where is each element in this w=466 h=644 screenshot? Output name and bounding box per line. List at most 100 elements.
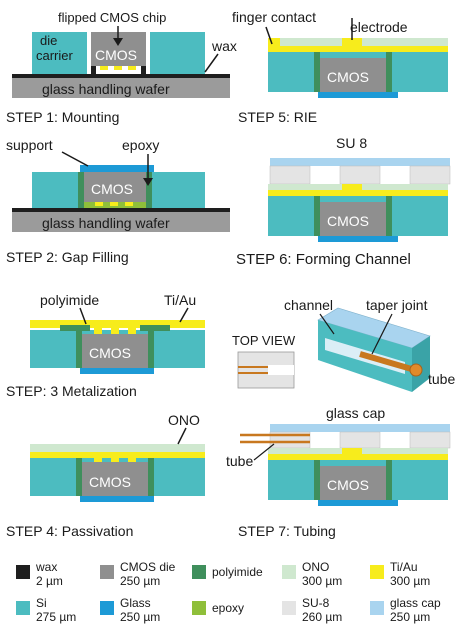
step7-taper-label: taper joint — [366, 297, 428, 313]
legend-thickness-si: 275 µm — [36, 610, 76, 624]
step4-glass — [80, 496, 154, 502]
step7-tube-label: tube — [428, 371, 455, 387]
step4-caption: STEP 4: Passivation — [6, 523, 133, 539]
legend-thickness-su8: 260 µm — [302, 610, 342, 624]
step3-polyimide-arrow — [79, 307, 87, 325]
step2-cmos-label: CMOS — [91, 181, 133, 197]
step6-caption: STEP 6: Forming Channel — [236, 251, 411, 268]
step3-tiau-arrow — [179, 307, 189, 323]
legend-label-polyimide: polyimide — [212, 565, 263, 579]
step6-epoxy-right — [386, 196, 392, 236]
step3-polyimide-label: polyimide — [40, 292, 99, 308]
step7-su8-block — [409, 431, 451, 449]
step4-epoxy-left — [76, 458, 82, 496]
step5-electrode — [342, 38, 362, 52]
step1-carrier-label: carrier — [36, 48, 74, 63]
step6-su8-block — [409, 165, 451, 185]
step1-pad — [100, 66, 108, 70]
step6-electrode — [342, 184, 362, 196]
legend-thickness-ono: 300 µm — [302, 574, 342, 588]
step1-pad — [128, 66, 136, 70]
legend-swatch-ono — [282, 565, 296, 579]
step4-ono-layer — [30, 444, 205, 452]
step3-epoxy-left — [76, 330, 82, 368]
step1-die-carrier-right — [150, 32, 205, 74]
legend-label-tiau: Ti/Au — [390, 560, 418, 574]
step2-epoxy-label: epoxy — [122, 137, 159, 153]
step3-tiau-label: Ti/Au — [164, 292, 196, 308]
step6-su8-label: SU 8 — [336, 135, 367, 151]
step2-support-label: support — [6, 137, 53, 153]
step5-epoxy-left — [314, 52, 320, 92]
step2-panel: CMOS support epoxy glass handling wafer … — [6, 137, 230, 265]
step2-pad — [110, 202, 118, 206]
step3-pad — [111, 326, 119, 334]
step1-bump — [91, 66, 96, 74]
step6-su8-block — [339, 165, 381, 185]
legend-swatch-polyimide — [192, 565, 206, 579]
step7-panel: TOP VIEW channel taper joint tube glass … — [226, 297, 455, 539]
step3-glass — [80, 368, 154, 374]
step2-epoxy-left — [78, 172, 84, 208]
step4-ono-label: ONO — [168, 412, 200, 428]
step6-epoxy-left — [314, 196, 320, 236]
step1-die-label: die — [40, 33, 57, 48]
legend-swatch-glass — [100, 601, 114, 615]
step5-caption: STEP 5: RIE — [238, 109, 317, 125]
step3-polyimide-left — [60, 325, 90, 331]
step1-wafer-label: glass handling wafer — [42, 81, 170, 97]
step2-caption: STEP 2: Gap Filling — [6, 249, 129, 265]
step6-su8-top — [270, 158, 450, 166]
step4-panel: CMOS ONO STEP 4: Passivation — [6, 412, 205, 539]
step7-tube2-label: tube — [226, 453, 253, 469]
step6-glass — [318, 236, 398, 242]
step1-flipped-arrowhead — [113, 38, 123, 46]
legend-swatch-wax — [16, 565, 30, 579]
step7-glass — [318, 500, 398, 506]
step1-bump — [141, 66, 146, 74]
legend-thickness-glass: 250 µm — [120, 610, 160, 624]
step2-pad — [95, 202, 103, 206]
step7-glasscap — [270, 424, 450, 432]
step6-su8-block — [269, 165, 311, 185]
step2-wax-line — [12, 208, 230, 212]
step4-cmos-chip — [82, 462, 148, 496]
step7-su8-block — [339, 431, 381, 449]
legend-swatch-cmos — [100, 565, 114, 579]
step5-electrode-label: electrode — [350, 19, 408, 35]
legend-thickness-wax: 2 µm — [36, 574, 63, 588]
step3-pad — [128, 326, 136, 334]
step1-die-carrier-left — [32, 32, 87, 74]
step6-panel: CMOS SU 8 STEP 6: Forming Channel — [236, 135, 451, 268]
step3-cmos-label: CMOS — [89, 345, 131, 361]
step2-support-arrow — [61, 151, 89, 167]
step1-caption: STEP 1: Mounting — [6, 109, 119, 125]
step3-panel: CMOS polyimide Ti/Au STEP: 3 Metalizatio… — [6, 292, 205, 399]
step3-cmos-chip — [82, 334, 148, 368]
step4-pad — [111, 454, 119, 462]
step5-cmos-chip — [320, 58, 386, 92]
legend-label-wax: wax — [35, 560, 57, 574]
legend-swatch-su8 — [282, 601, 296, 615]
legend-thickness-glasscap: 250 µm — [390, 610, 430, 624]
step7-taper-arrow — [371, 313, 393, 355]
step4-pad — [94, 454, 102, 462]
step5-glass — [318, 92, 398, 98]
step2-epoxy-arrowhead — [143, 178, 153, 186]
step2-wafer-label: glass handling wafer — [42, 215, 170, 231]
step4-epoxy-right — [148, 458, 154, 496]
legend-thickness-cmos: 250 µm — [120, 574, 160, 588]
step1-pad — [114, 66, 122, 70]
step2-cmos-chip — [84, 172, 146, 202]
step2-wafer — [12, 212, 230, 232]
legend-swatch-epoxy — [192, 601, 206, 615]
step2-epoxy-right — [146, 172, 152, 208]
step7-epoxy-left — [314, 460, 320, 500]
step5-finger-label: finger contact — [232, 9, 316, 25]
step1-flipped-label: flipped CMOS chip — [58, 10, 166, 25]
step7-block-end — [412, 336, 430, 392]
step3-tiau-layer — [30, 320, 205, 328]
legend-label-glasscap: glass cap — [390, 596, 441, 610]
